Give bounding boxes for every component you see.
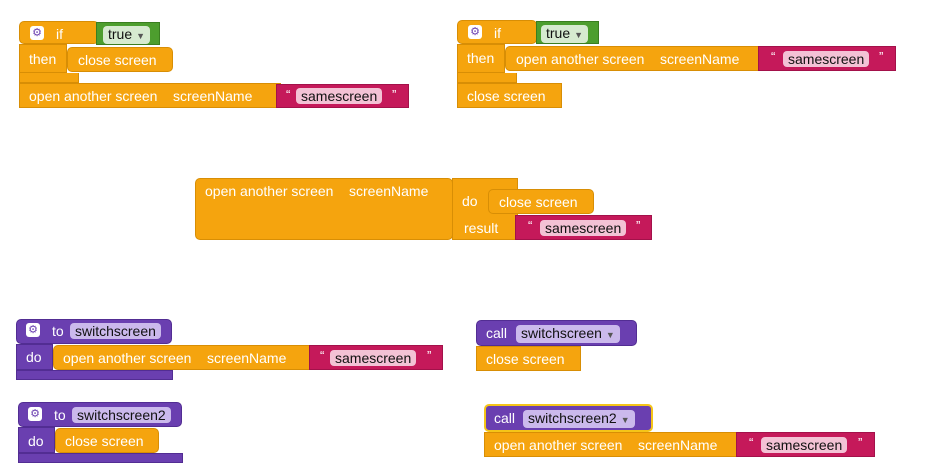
screen-name-label: screenName (207, 350, 287, 366)
close-quote: ” (879, 49, 884, 64)
do-label: do (28, 433, 44, 449)
close-screen-block[interactable] (67, 47, 173, 72)
close-screen-label: close screen (65, 433, 144, 449)
call-label: call (494, 410, 516, 426)
close-quote: ” (858, 435, 863, 450)
text-value[interactable]: samescreen (783, 51, 870, 67)
call-label: call (486, 325, 508, 341)
close-quote: ” (427, 348, 432, 363)
close-screen-block[interactable] (488, 189, 594, 214)
text-value[interactable]: samescreen (330, 350, 417, 366)
true-dropdown[interactable]: true▼ (541, 25, 589, 43)
text-value[interactable]: samescreen (296, 88, 383, 104)
open-quote: “ (528, 218, 533, 233)
screen-name-label: screenName (638, 437, 718, 453)
close-screen-label: close screen (467, 88, 546, 104)
chevron-down-icon: ▼ (620, 415, 630, 425)
if-label: if (494, 25, 501, 41)
open-another-screen-label: open another screen (63, 350, 192, 366)
close-screen-block[interactable] (476, 346, 581, 371)
gear-icon[interactable]: ⚙ (30, 26, 44, 40)
to-label: to (52, 323, 64, 339)
gear-icon[interactable]: ⚙ (468, 25, 482, 39)
do-label: do (26, 349, 42, 365)
then-label: then (467, 50, 495, 66)
open-quote: “ (286, 87, 291, 102)
open-another-screen-label: open another screen (205, 183, 334, 199)
procedure-dropdown[interactable]: switchscreen2▼ (523, 410, 635, 428)
chevron-down-icon: ▼ (605, 330, 615, 340)
close-quote: ” (636, 218, 641, 233)
gear-icon[interactable]: ⚙ (26, 323, 40, 337)
chevron-down-icon: ▼ (574, 30, 584, 40)
true-dropdown[interactable]: true▼ (103, 26, 151, 44)
open-another-screen-block[interactable] (484, 432, 740, 457)
open-another-screen-block[interactable] (53, 345, 314, 370)
procedure-dropdown[interactable]: switchscreen▼ (516, 325, 620, 343)
open-quote: “ (320, 348, 325, 363)
screen-name-label: screenName (349, 183, 429, 199)
result-label: result (464, 220, 499, 236)
text-value[interactable]: samescreen (540, 220, 627, 236)
open-another-screen-label: open another screen (516, 51, 645, 67)
chevron-down-icon: ▼ (136, 31, 146, 41)
open-another-screen-label: open another screen (494, 437, 623, 453)
if-label: if (56, 26, 63, 42)
screen-name-label: screenName (173, 88, 253, 104)
then-label: then (29, 51, 57, 67)
text-value[interactable]: samescreen (761, 437, 848, 453)
gear-icon[interactable]: ⚙ (28, 407, 42, 421)
open-another-screen-label: open another screen (29, 88, 158, 104)
open-quote: “ (749, 435, 754, 450)
procedure-name-field[interactable]: switchscreen2 (72, 407, 171, 423)
open-another-screen-block[interactable] (505, 46, 763, 71)
close-screen-block[interactable] (55, 428, 159, 453)
procedure-name-field[interactable]: switchscreen (70, 323, 161, 339)
close-screen-label: close screen (78, 52, 157, 68)
close-screen-label: close screen (486, 351, 565, 367)
do-label: do (462, 193, 478, 209)
open-quote: “ (771, 49, 776, 64)
to-label: to (54, 407, 66, 423)
close-screen-label: close screen (499, 194, 578, 210)
screen-name-label: screenName (660, 51, 740, 67)
close-quote: ” (392, 87, 397, 102)
